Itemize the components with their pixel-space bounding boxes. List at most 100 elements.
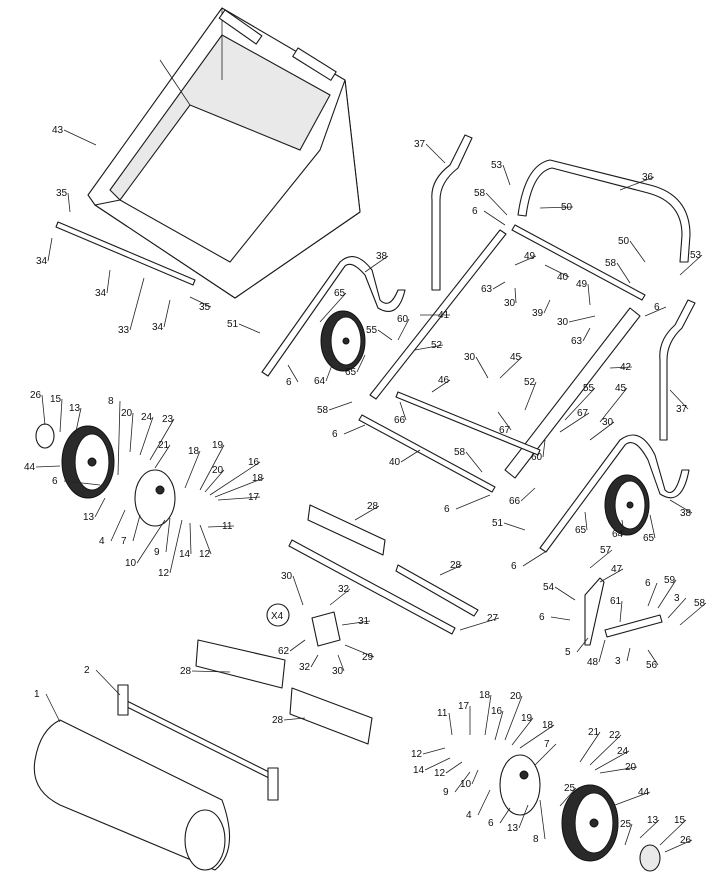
leader-line	[619, 600, 623, 623]
leader-line	[539, 206, 574, 209]
callout-52: 52	[524, 377, 537, 411]
part-number: 16	[248, 457, 260, 468]
wheel-64-upper	[320, 310, 366, 372]
callout-19: 19	[511, 713, 534, 746]
part-number: 6	[286, 377, 292, 388]
callout-56: 56	[646, 649, 659, 671]
part-number: 9	[443, 787, 449, 798]
part-number: 13	[647, 815, 659, 826]
callout-28: 28	[439, 560, 463, 576]
callout-58: 58	[679, 598, 707, 626]
leader-line	[397, 318, 410, 341]
arm-38-lower	[539, 434, 690, 553]
leader-line	[343, 424, 366, 435]
leader-line	[106, 269, 111, 294]
callout-64: 64	[612, 519, 625, 540]
axle-bracket-left	[117, 684, 129, 716]
leader-line	[647, 649, 659, 666]
leader-line	[644, 306, 667, 317]
callout-60: 60	[531, 439, 546, 463]
callout-38: 38	[669, 499, 693, 519]
part-number: 48	[587, 657, 599, 668]
part-number: 67	[499, 425, 511, 436]
leader-line	[289, 639, 306, 652]
callout-58: 58	[317, 401, 353, 416]
part-number: 54	[543, 582, 555, 593]
part-number: 29	[362, 652, 374, 663]
leader-line	[454, 771, 471, 793]
leader-line	[344, 644, 375, 658]
leader-line	[189, 296, 212, 308]
part-number: 25	[564, 783, 576, 794]
callout-4: 4	[466, 789, 491, 821]
callout-46: 46	[431, 375, 451, 393]
leader-line	[544, 264, 570, 278]
callout-28: 28	[354, 501, 380, 521]
callout-53: 53	[491, 160, 511, 186]
part-number: 38	[680, 508, 692, 519]
callout-65: 65	[643, 514, 656, 544]
part-number: 18	[479, 690, 491, 701]
callout-49: 49	[576, 279, 591, 306]
axle-bracket-right	[267, 767, 279, 801]
leader-line	[503, 522, 526, 531]
leader-line	[424, 757, 451, 771]
callout-67: 67	[559, 408, 590, 433]
part-number: 51	[227, 319, 239, 330]
part-number: 55	[583, 383, 595, 394]
leader-line	[584, 511, 588, 531]
leader-line	[319, 292, 347, 323]
leader-line	[477, 789, 491, 816]
leader-line	[439, 564, 463, 576]
callout-12: 12	[158, 519, 183, 579]
part-number: 12	[158, 568, 170, 579]
part-number: 34	[152, 322, 164, 333]
leader-line	[189, 522, 192, 555]
callout-32: 32	[299, 654, 319, 673]
leader-line	[514, 287, 517, 304]
callout-55: 55	[366, 325, 393, 341]
part-number: 47	[611, 564, 623, 575]
part-number: 65	[345, 367, 357, 378]
callout-51: 51	[227, 319, 261, 334]
leader-line	[518, 804, 529, 829]
part-number: 50	[561, 202, 573, 213]
leader-line	[400, 449, 421, 463]
part-number: 37	[676, 404, 688, 415]
callout-6: 6	[488, 807, 511, 829]
callout-61: 61	[610, 596, 623, 623]
part-number: 19	[521, 713, 533, 724]
leader-line	[659, 819, 687, 846]
callout-30: 30	[557, 315, 596, 328]
part-number: 8	[533, 834, 539, 845]
part-number: 13	[69, 403, 81, 414]
part-number: 18	[542, 720, 554, 731]
part-number: 8	[108, 396, 114, 407]
leader-line	[598, 639, 606, 663]
leader-line	[511, 717, 534, 746]
callout-30: 30	[589, 417, 615, 441]
callout-42: 42	[609, 362, 633, 373]
leader-line	[74, 407, 82, 437]
part-number: 17	[248, 492, 260, 503]
leader-line	[579, 731, 601, 763]
part-number: 7	[544, 739, 550, 750]
part-number: 38	[376, 251, 388, 262]
leader-line	[504, 695, 523, 741]
leader-line	[209, 461, 261, 496]
callout-17: 17	[458, 701, 471, 735]
callout-40: 40	[544, 264, 570, 283]
part-number: 21	[158, 440, 170, 451]
callout-13: 13	[639, 815, 660, 839]
part-number: 28	[450, 560, 462, 571]
leader-line	[149, 418, 175, 461]
part-number: 58	[474, 188, 486, 199]
part-number: 24	[141, 412, 153, 423]
callout-22: 22	[589, 730, 622, 766]
part-number: 6	[52, 476, 58, 487]
brush-28-d	[289, 687, 373, 745]
leader-line	[514, 255, 537, 266]
part-number: 2	[84, 665, 90, 676]
callout-51: 51	[492, 518, 526, 531]
part-number: 40	[557, 272, 569, 283]
